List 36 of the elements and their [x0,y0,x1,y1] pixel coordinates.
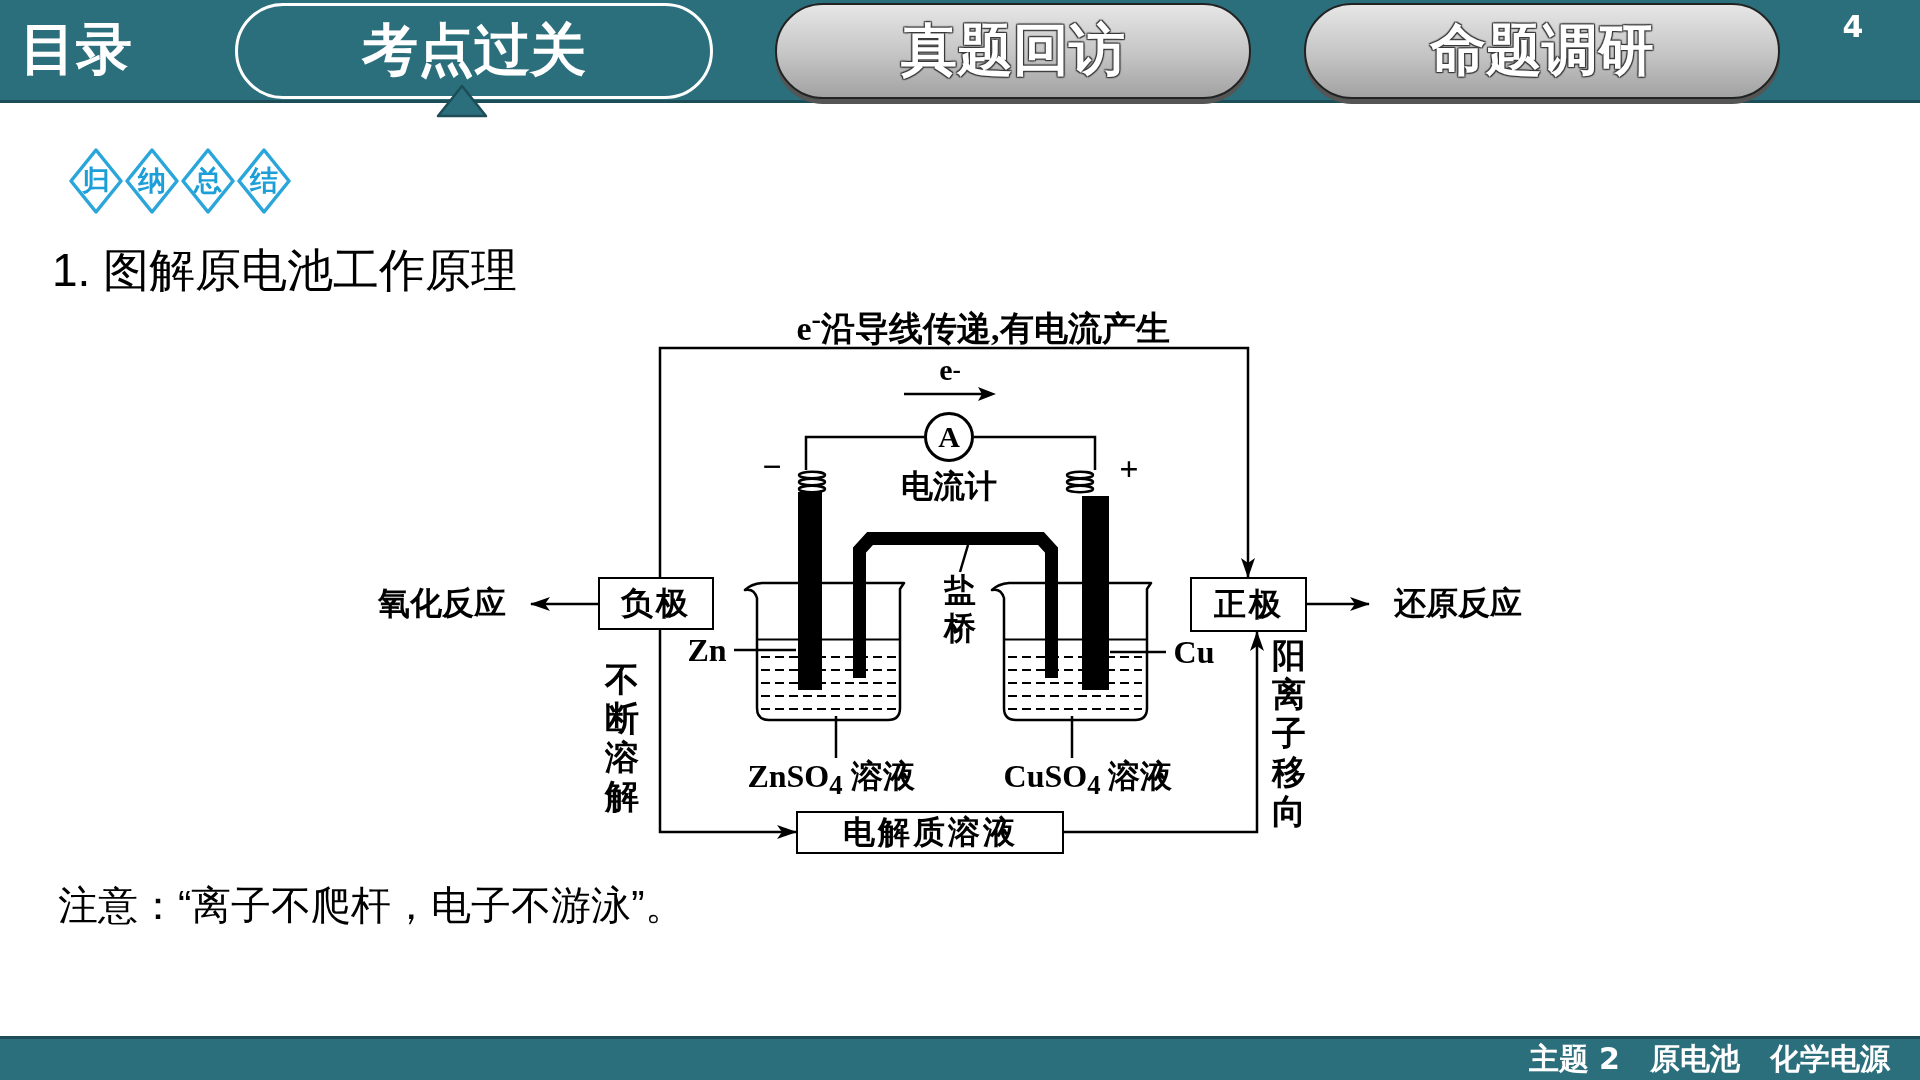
process-box: 正极 [1190,577,1307,632]
solution-label: ZnSO$_{4}$ 溶液 [724,758,938,798]
footer-bar: 主题 2 原电池 化学电源 [0,1036,1920,1080]
arrow [1307,597,1370,611]
note-text: 注意：“离子不爬杆，电子不游泳”。 [58,881,686,929]
leader-line [1070,716,1074,758]
arrow [658,630,797,839]
diamond-badge: 归 [68,147,124,215]
diamond-badge: 纳 [124,147,180,215]
polarity-sign: + [1118,452,1140,486]
reaction-label: 氧化反应 [353,583,531,625]
section-title: 1. 图解原电池工作原理 [52,243,519,298]
process-box: 电解质溶液 [796,811,1064,854]
salt-bridge-tube [853,532,1058,678]
arrow [1064,631,1264,834]
diamond-badge: 结 [236,147,292,215]
caption-label: 电流计 [900,467,998,506]
solution-label: CuSO$_{4}$ 溶液 [980,758,1196,798]
leader-line [834,716,838,758]
electrode-rod [1064,470,1110,690]
diamond-badge: 总 [180,147,236,215]
electrode-label: Zn [680,632,734,668]
ammeter-symbol: A [924,412,974,462]
arrow [658,346,1255,578]
bridge-label: 盐桥 [940,572,980,652]
process-box: 负极 [598,577,714,630]
arrow [530,597,598,611]
leader-line [734,648,796,652]
polarity-sign: − [761,450,783,484]
leader-line [1110,650,1166,654]
wire [804,435,924,470]
page-number: 4 [1841,7,1865,46]
electrode-label: Cu [1166,634,1222,670]
wire [974,435,1097,470]
reaction-label: 还原反应 [1369,583,1547,625]
menu-heading: 目录 [20,15,133,83]
